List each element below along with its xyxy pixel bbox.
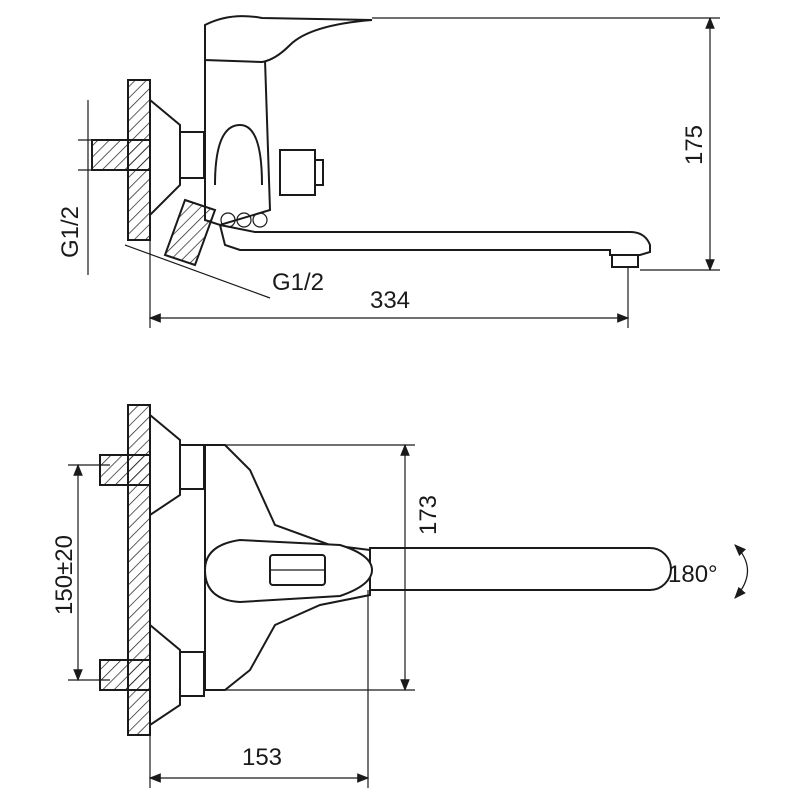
projection-label: 153	[242, 744, 282, 771]
upper-nut	[179, 444, 205, 490]
lower-escutcheon	[149, 622, 181, 727]
centers-label: 150±20	[51, 535, 78, 615]
front-view: 173 150±20 153 180°	[51, 404, 748, 788]
upper-inlet-nipple	[99, 454, 151, 486]
outlet-leader-line	[124, 244, 271, 299]
escutcheon	[149, 97, 181, 218]
valve-body	[204, 59, 272, 227]
outlet-pipe	[163, 198, 217, 267]
height-label: 175	[681, 125, 708, 165]
diverter-cap	[314, 159, 324, 186]
wall-plate	[127, 404, 151, 736]
lower-nut	[179, 651, 205, 697]
diverter-knob	[279, 149, 316, 196]
spout	[369, 547, 672, 591]
rotation-label: 180°	[668, 561, 718, 588]
union-nut	[179, 131, 205, 179]
handle-arch	[214, 123, 263, 186]
inlet-thread-label: G1/2	[57, 206, 84, 258]
aerator	[611, 254, 639, 268]
outlet-thread-label: G1/2	[272, 269, 324, 296]
inlet-nipple	[91, 139, 151, 171]
side-view: 175 334 G1/2 G1/2	[57, 15, 720, 328]
front-height-label: 173	[415, 495, 442, 535]
rotation-arrow-icon	[734, 544, 748, 599]
upper-escutcheon	[149, 412, 181, 517]
lower-inlet-nipple	[99, 659, 151, 691]
spout	[218, 223, 651, 256]
lever-handle	[204, 15, 373, 64]
reach-label: 334	[370, 287, 410, 314]
